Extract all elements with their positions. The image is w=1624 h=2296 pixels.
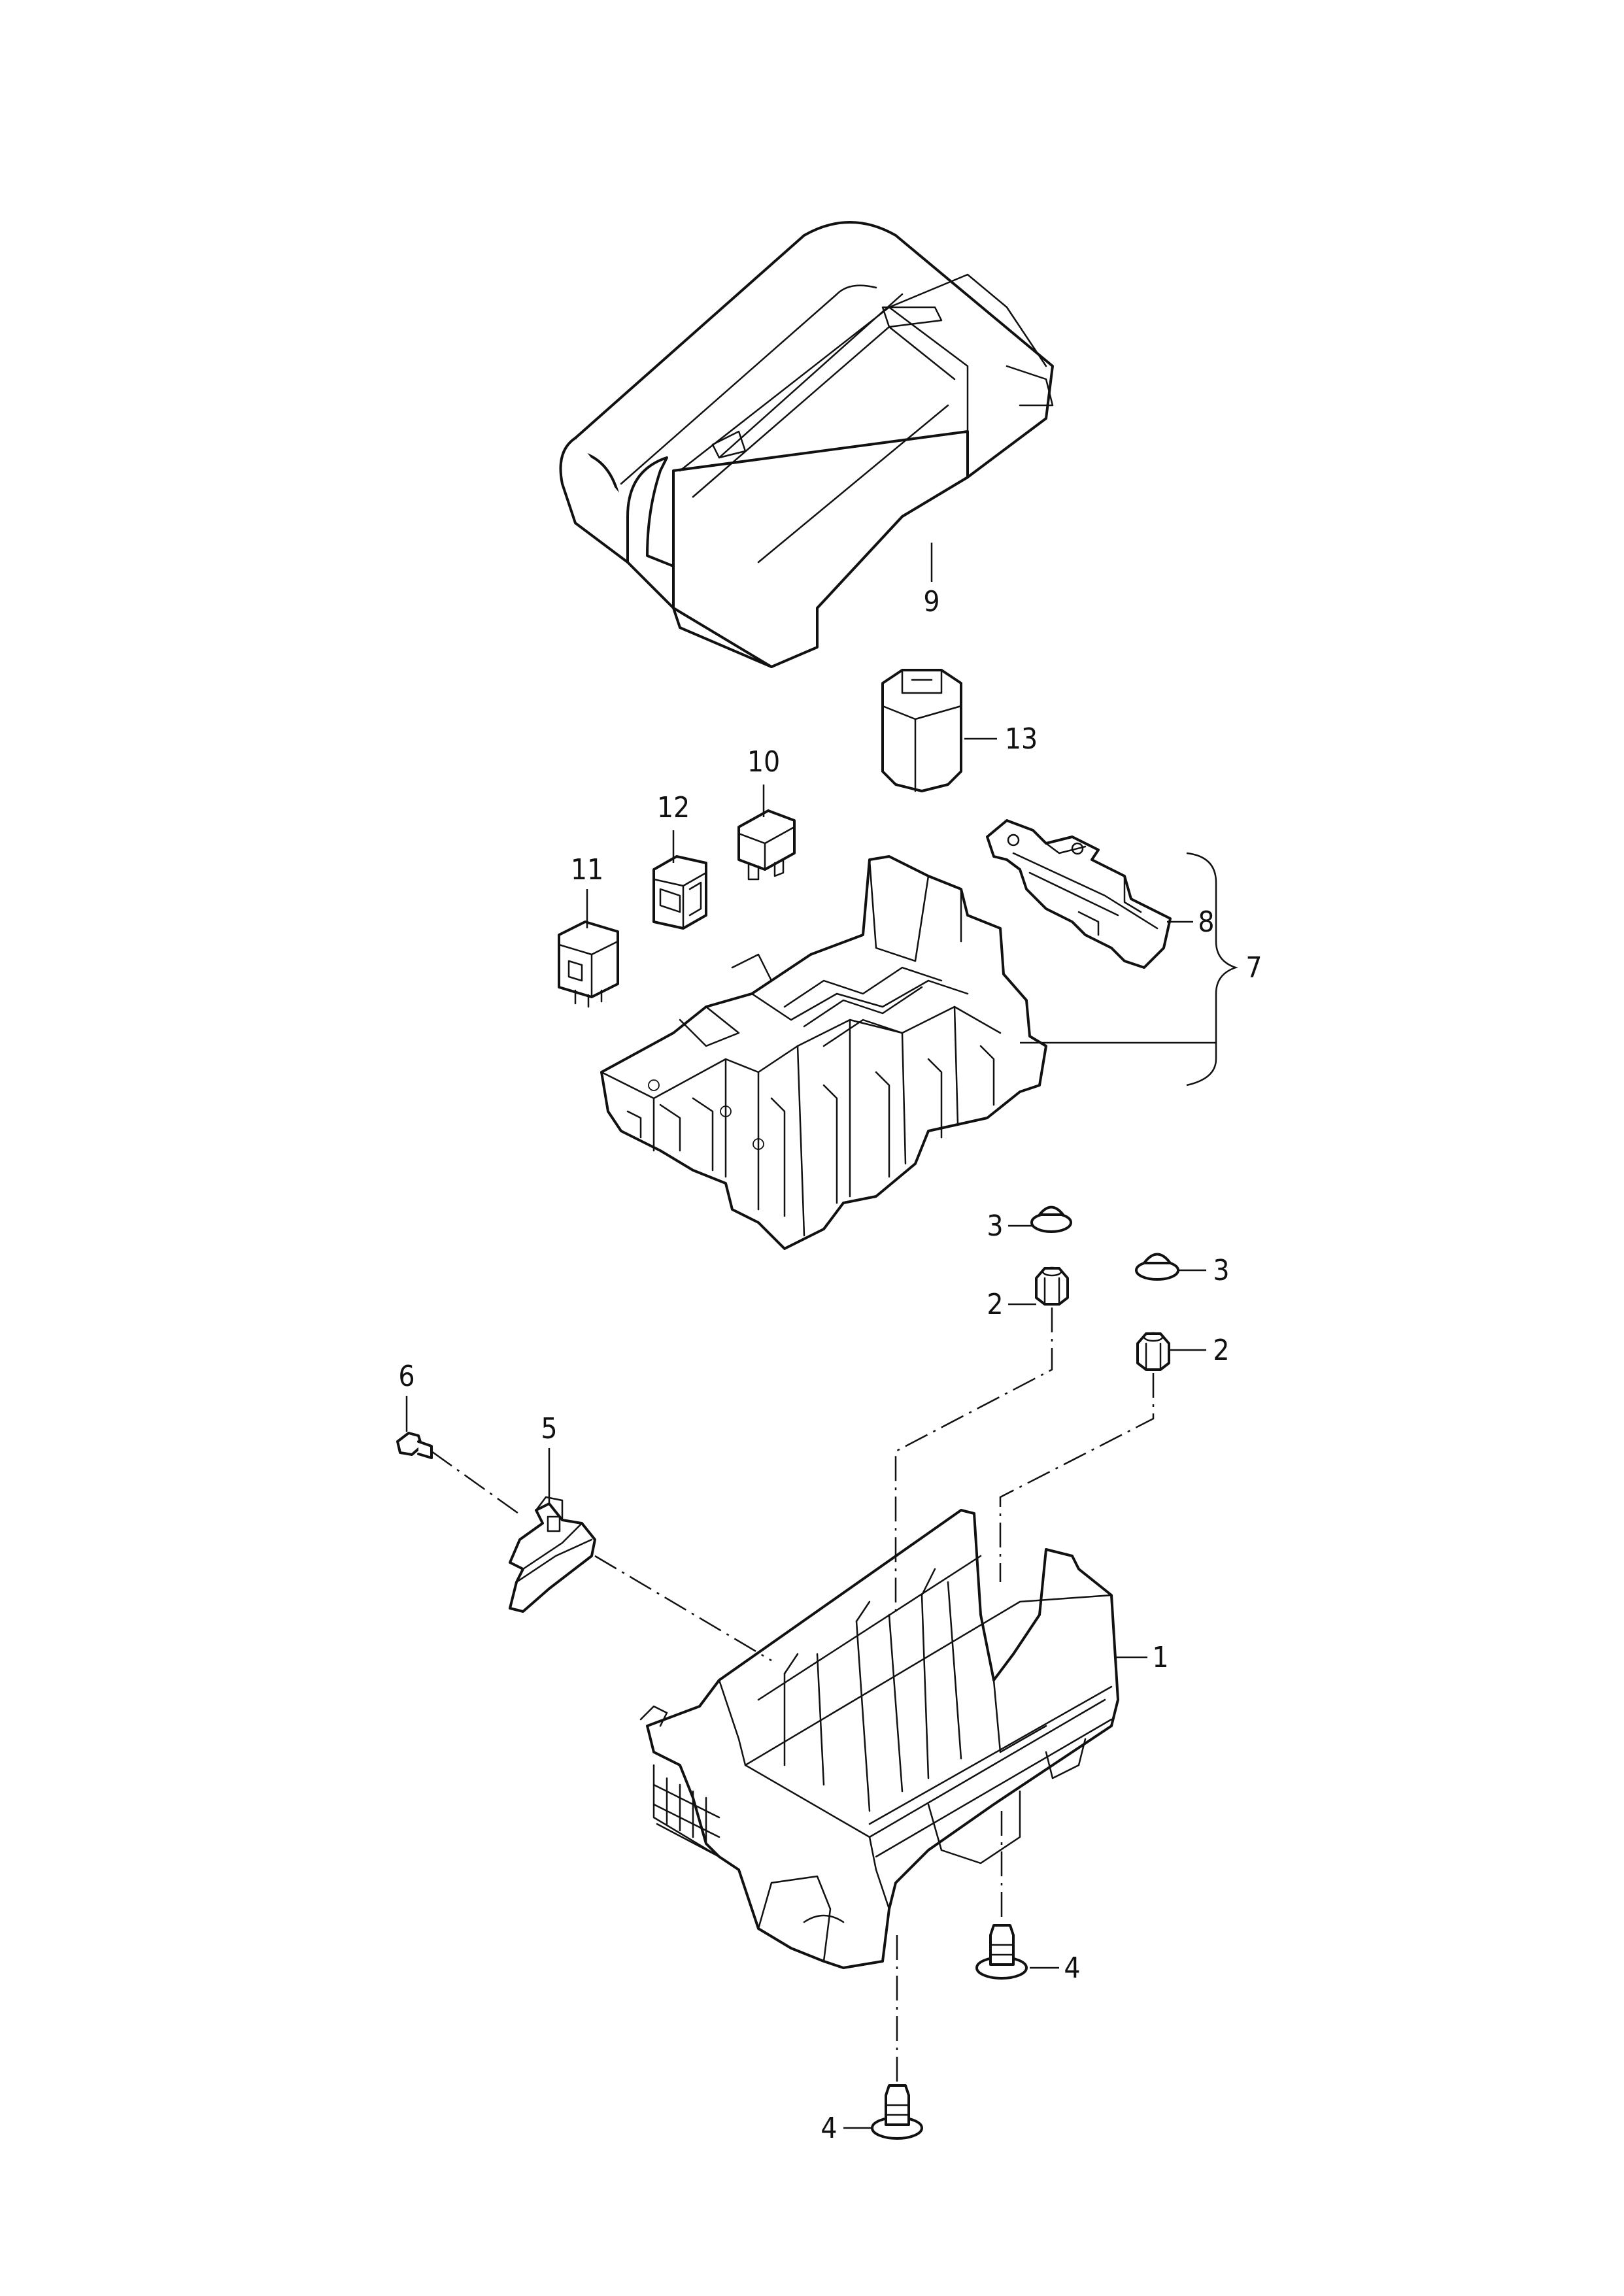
holder-clip <box>509 1496 596 1613</box>
washer-upper-left <box>1030 1206 1072 1233</box>
callout-6: 6 <box>398 1360 414 1393</box>
relay <box>558 920 619 1008</box>
fuse-box-housing <box>639 1509 1119 1969</box>
callout-8: 8 <box>1198 905 1214 939</box>
callout-4-right: 4 <box>1064 1951 1080 1985</box>
washer-upper-right <box>1135 1253 1179 1281</box>
connector-bracket <box>986 819 1172 969</box>
callout-4-bottom: 4 <box>820 2112 837 2145</box>
callout-10: 10 <box>747 745 780 779</box>
callout-12: 12 <box>657 791 690 824</box>
blade-fuse <box>737 809 796 881</box>
callout-9: 9 <box>923 585 939 618</box>
nut-left <box>1035 1266 1069 1306</box>
callout-2-left: 2 <box>987 1288 1003 1321</box>
screw-bottom <box>871 2084 923 2140</box>
leader-lines <box>405 543 1216 2129</box>
callout-7: 7 <box>1245 951 1262 985</box>
callout-13: 13 <box>1005 722 1038 756</box>
nut-right <box>1136 1332 1170 1371</box>
callout-3-left: 3 <box>987 1209 1003 1243</box>
bolt <box>396 1432 433 1459</box>
fuse-box-cover <box>559 221 1054 668</box>
callout-1: 1 <box>1152 1641 1168 1674</box>
callout-2-right: 2 <box>1213 1334 1229 1367</box>
callout-labels: 9 13 10 12 11 8 7 3 2 3 2 6 5 1 4 4 <box>398 585 1262 2145</box>
callout-5: 5 <box>541 1412 557 1445</box>
callout-3-right: 3 <box>1213 1254 1229 1287</box>
large-fuse <box>881 669 962 792</box>
relay-carrier <box>600 855 1047 1250</box>
screw-right <box>975 1924 1028 1980</box>
mini-relay <box>652 855 707 930</box>
assembly-lines <box>431 1308 1155 2082</box>
group-7-brace <box>1186 852 1238 1087</box>
callout-11: 11 <box>571 853 603 886</box>
